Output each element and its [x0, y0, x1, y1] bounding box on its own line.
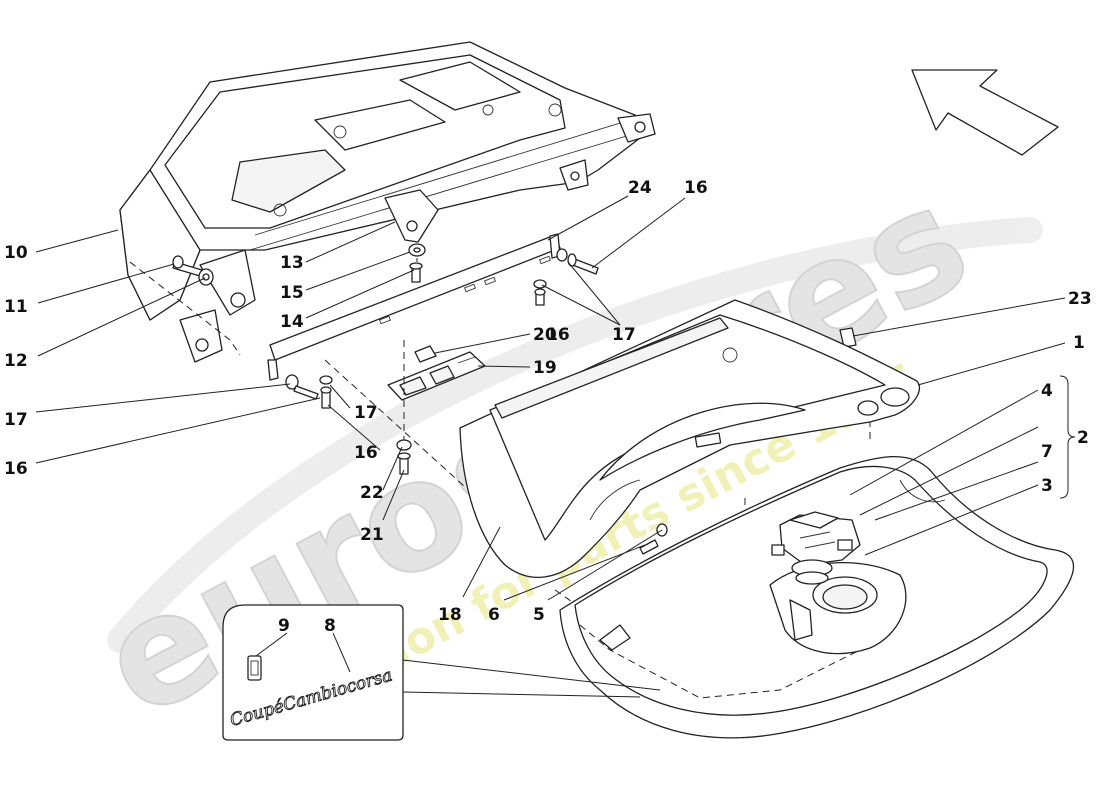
callout-16-mid: 16: [546, 325, 570, 345]
callout-2: 2: [1077, 428, 1089, 448]
callout-4: 4: [1041, 381, 1053, 401]
latch-bracket: [387, 351, 486, 401]
callout-17-left: 17: [4, 410, 28, 430]
callout-15: 15: [280, 283, 304, 303]
callout-12: 12: [4, 351, 28, 371]
callout-9: 9: [278, 616, 290, 636]
callout-labels: 10 11 12 13 15 14 24 16 16 17 20 19 23 1…: [4, 178, 1092, 636]
callout-24: 24: [628, 178, 652, 198]
callout-1: 1: [1073, 333, 1085, 353]
callout-3: 3: [1041, 476, 1053, 496]
callout-13: 13: [280, 253, 304, 273]
glovebox-housing: [119, 41, 656, 363]
callout-23: 23: [1068, 289, 1092, 309]
callout-14: 14: [280, 312, 304, 332]
group-brace: [1059, 375, 1076, 499]
callout-20: 20: [533, 325, 557, 345]
callout-18: 18: [438, 605, 462, 625]
callout-17-right: 17: [612, 325, 636, 345]
badge-inset: CoupéCambiocorsa: [222, 604, 661, 741]
callout-7: 7: [1041, 442, 1053, 462]
callout-21: 21: [360, 525, 384, 545]
callout-8: 8: [324, 616, 336, 636]
callout-17-center: 17: [354, 403, 378, 423]
callout-11: 11: [4, 297, 28, 317]
callout-10: 10: [4, 243, 28, 263]
callout-22: 22: [360, 483, 384, 503]
callout-16-top: 16: [684, 178, 708, 198]
callout-6: 6: [488, 605, 500, 625]
glovebox-bin: [459, 299, 920, 578]
front-direction-arrow-icon: [911, 69, 1059, 156]
callout-16-left: 16: [4, 459, 28, 479]
callout-19: 19: [533, 358, 557, 378]
leader-lines: [35, 195, 1066, 673]
callout-5: 5: [533, 605, 545, 625]
callout-16-center: 16: [354, 443, 378, 463]
